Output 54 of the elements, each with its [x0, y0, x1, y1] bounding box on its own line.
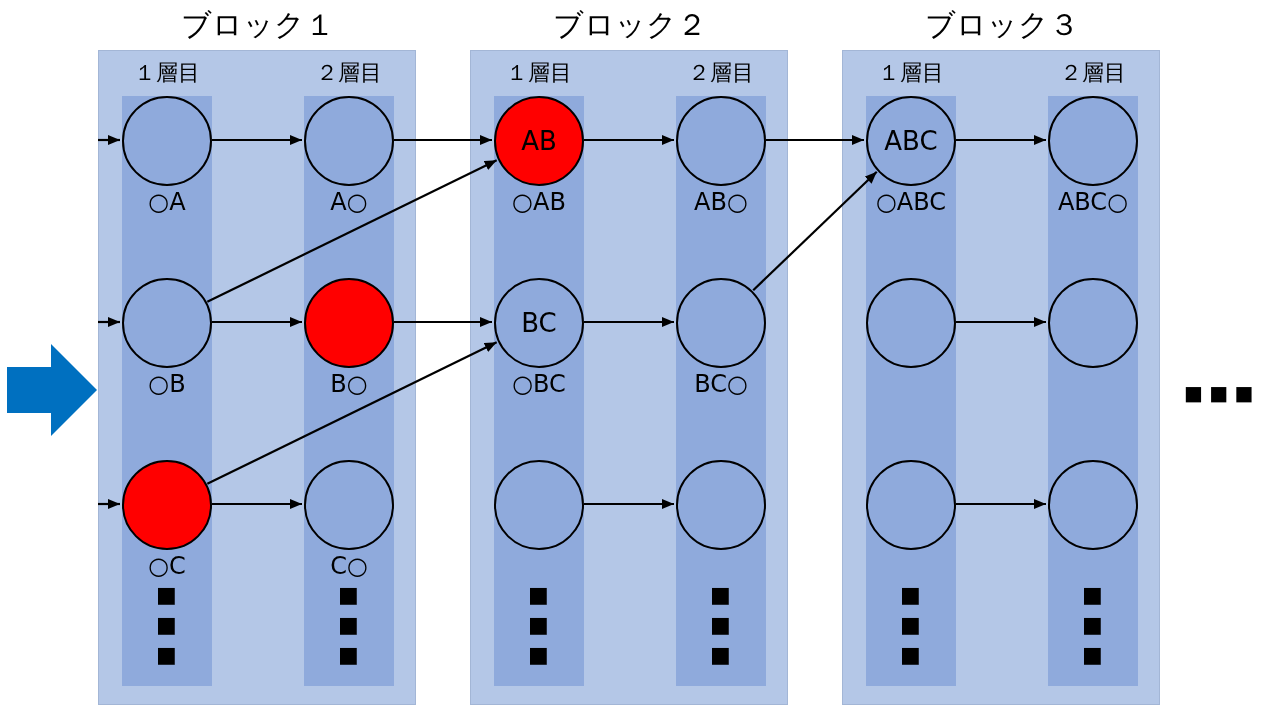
- arrow: [584, 317, 674, 327]
- unit-circle: [122, 96, 212, 186]
- ellipsis-dots: ■ ■ ■: [710, 581, 730, 669]
- arrow: [956, 499, 1046, 509]
- arrow: [584, 135, 674, 145]
- layer-heading: １層目: [505, 59, 573, 87]
- arrow: [212, 135, 302, 145]
- arrow: [752, 171, 878, 291]
- unit-caption: BC○: [693, 370, 749, 398]
- arrow: [206, 159, 498, 303]
- arrow: [394, 135, 492, 145]
- arrow: [98, 317, 120, 327]
- unit-circle: [1048, 96, 1138, 186]
- ellipsis-dots: ■ ■ ■: [338, 581, 358, 669]
- unit-circle: AB: [494, 96, 584, 186]
- unit-circle: BC: [494, 278, 584, 368]
- unit-caption: ○B: [147, 370, 187, 398]
- unit-caption: ○C: [147, 552, 187, 580]
- ellipsis-dots: ■ ■ ■: [900, 581, 920, 669]
- block-arrow: [7, 344, 97, 436]
- unit-caption: A○: [329, 188, 369, 216]
- arrow: [766, 135, 864, 145]
- layer-heading: １層目: [133, 59, 201, 87]
- arrow: [394, 317, 492, 327]
- block-title: ブロック１: [180, 6, 336, 44]
- unit-caption: ○BC: [511, 370, 567, 398]
- arrow: [98, 135, 120, 145]
- unit-circle: [676, 96, 766, 186]
- ellipsis-dots: ■ ■ ■: [156, 581, 176, 669]
- unit-caption: ○ABC: [874, 188, 948, 216]
- arrow: [212, 317, 302, 327]
- unit-caption: ABC○: [1056, 188, 1130, 216]
- arrow: [584, 499, 674, 509]
- block-title: ブロック３: [924, 6, 1080, 44]
- ellipsis-dots: ■ ■ ■: [1082, 581, 1102, 669]
- block-title: ブロック２: [552, 6, 708, 44]
- arrow: [956, 135, 1046, 145]
- unit-caption: AB○: [693, 188, 749, 216]
- unit-caption: ○A: [147, 188, 187, 216]
- layer-heading: ２層目: [1059, 59, 1127, 87]
- ellipsis-dots: ■ ■ ■: [528, 581, 548, 669]
- ellipsis-dots: ■ ■ ■: [1184, 380, 1254, 407]
- arrow: [98, 499, 120, 509]
- unit-caption: C○: [329, 552, 369, 580]
- layer-heading: １層目: [877, 59, 945, 87]
- arrow: [956, 317, 1046, 327]
- arrow: [212, 499, 302, 509]
- arrow: [206, 341, 498, 485]
- unit-circle: ABC: [866, 96, 956, 186]
- unit-caption: B○: [329, 370, 369, 398]
- unit-caption: ○AB: [511, 188, 567, 216]
- layer-heading: ２層目: [687, 59, 755, 87]
- unit-circle: [304, 96, 394, 186]
- layer-heading: ２層目: [315, 59, 383, 87]
